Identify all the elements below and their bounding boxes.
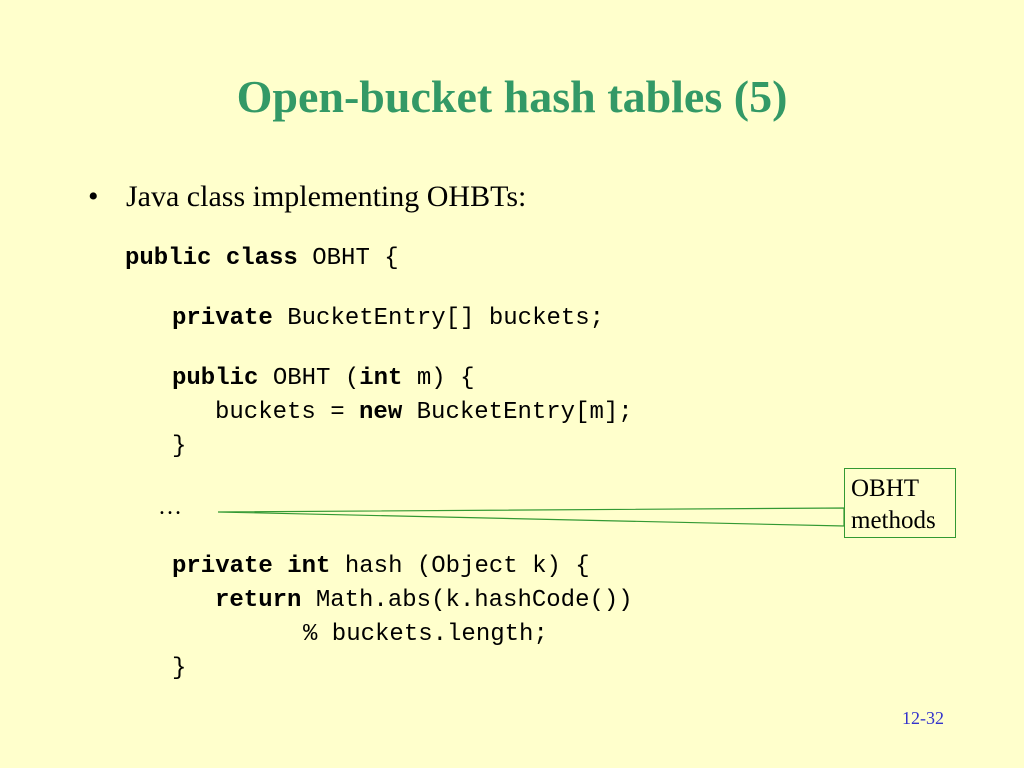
code-keyword: private: [172, 305, 273, 332]
callout-line-1: OBHT: [851, 475, 920, 502]
code-field-declaration: private BucketEntry[] buckets;: [172, 302, 604, 336]
code-text: BucketEntry[m];: [402, 399, 633, 426]
code-hash-close: }: [172, 655, 187, 682]
code-keyword: public class: [125, 245, 298, 272]
page-number: 12-32: [902, 708, 944, 728]
code-constructor-body: buckets = new BucketEntry[m];: [215, 396, 633, 430]
code-text: OBHT {: [297, 245, 399, 272]
code-keyword: public: [172, 365, 259, 392]
code-keyword: new: [359, 399, 403, 426]
code-hash-return: return Math.abs(k.hashCode()): [215, 584, 633, 618]
code-text: m) {: [402, 365, 475, 392]
code-keyword: int: [287, 553, 331, 580]
code-ellipsis: …: [158, 494, 182, 520]
code-text: BucketEntry[] buckets;: [272, 305, 605, 332]
code-hash-return-continuation: % buckets.length;: [303, 621, 548, 648]
code-constructor-close: }: [172, 433, 187, 460]
bullet-text: Java class implementing OHBTs:: [126, 180, 527, 213]
callout-box: OBHT methods: [844, 468, 956, 538]
code-constructor-signature: public OBHT (int m) {: [172, 362, 474, 396]
code-keyword: return: [215, 587, 302, 614]
callout-pointer: [217, 507, 845, 527]
code-keyword: private: [172, 553, 273, 580]
code-class-declaration: public class OBHT {: [125, 242, 399, 276]
code-hash-signature: private int hash (Object k) {: [172, 550, 590, 584]
code-keyword: int: [359, 365, 403, 392]
slide-title: Open-bucket hash tables (5): [236, 71, 788, 122]
code-text: OBHT (: [258, 365, 360, 392]
code-text: hash (Object k) {: [330, 553, 590, 580]
code-text: Math.abs(k.hashCode()): [301, 587, 633, 614]
code-text: buckets =: [215, 399, 360, 426]
bullet-marker: •: [88, 180, 99, 213]
callout-line-2: methods: [851, 507, 936, 534]
